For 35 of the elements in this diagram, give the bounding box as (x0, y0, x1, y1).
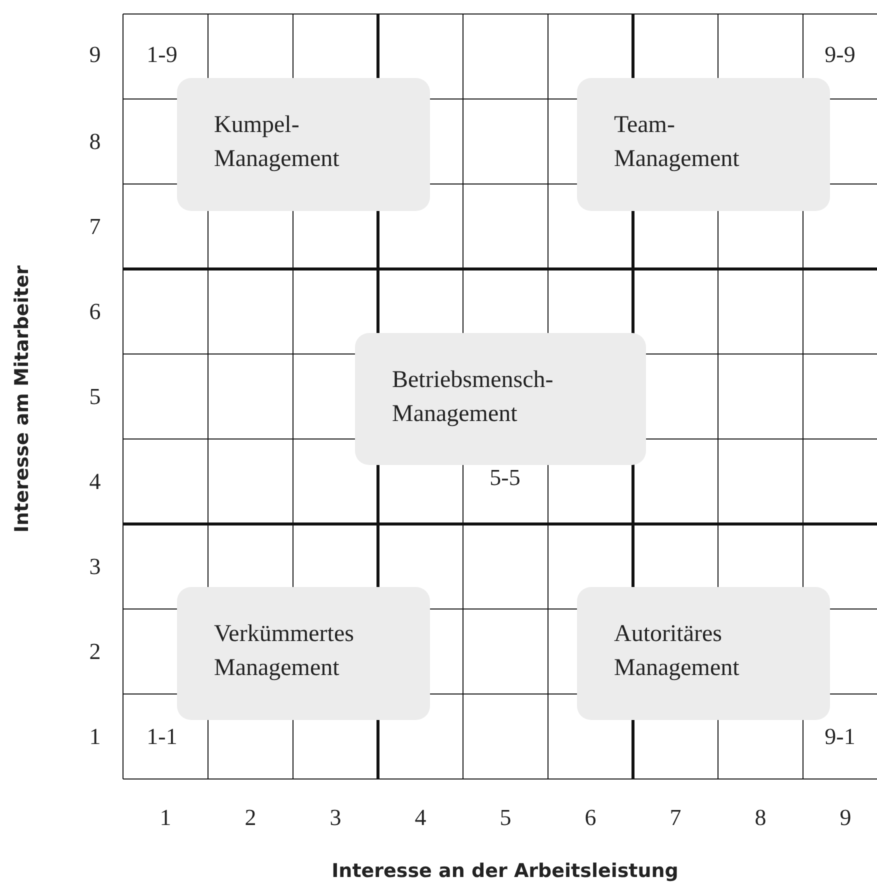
grid-cell-label: 5-5 (490, 464, 520, 490)
tick-label: 2 (89, 638, 101, 664)
tick-label: 8 (754, 805, 766, 831)
tick-label: 1 (160, 805, 172, 831)
axis-title: Interesse an der Arbeitsleistung (332, 860, 678, 882)
tick-label: 5 (89, 384, 101, 410)
tick-label: 2 (244, 805, 256, 831)
tick-label: 9 (840, 805, 852, 831)
axis-title: Interesse am Mitarbeiter (11, 265, 33, 533)
tick-label: 4 (414, 805, 426, 831)
quadrant-box (177, 587, 430, 720)
quadrant-box (577, 78, 830, 211)
style-label: Verkümmertes Management (214, 620, 354, 683)
tick-label: 9 (89, 42, 101, 68)
tick-label: 6 (584, 805, 596, 831)
quadrant-box (577, 587, 830, 720)
grid-cell-label: 1-1 (146, 724, 178, 750)
grid-cell-label: 9-9 (824, 42, 856, 68)
tick-label: 7 (670, 805, 682, 831)
style-label: Betriebsmensch- Management (392, 366, 554, 429)
tick-label: 7 (89, 214, 101, 240)
grid-cell-label: 9-1 (824, 724, 856, 750)
tick-label: 5 (500, 805, 512, 831)
tick-label: 3 (330, 805, 342, 831)
tick-label: 8 (89, 128, 101, 154)
tick-label: 4 (89, 468, 101, 494)
tick-label: 3 (89, 554, 101, 580)
quadrant-box (177, 78, 430, 211)
tick-label: 6 (89, 298, 101, 324)
tick-label: 1 (89, 724, 101, 750)
grid-cell-label: 1-9 (146, 42, 178, 68)
style-label: Autoritäres Management (614, 620, 740, 683)
style-label: Team- Management (614, 111, 740, 174)
quadrant-box (355, 333, 646, 465)
style-label: Kumpel- Management (214, 111, 340, 174)
